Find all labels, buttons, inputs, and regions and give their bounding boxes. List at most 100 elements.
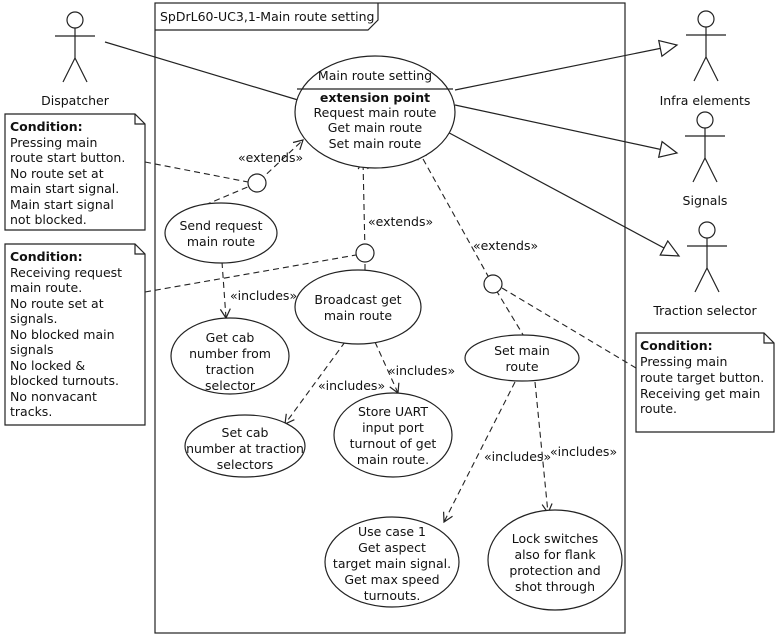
- note-condition-2: Condition: Receiving request main route.…: [4, 243, 146, 426]
- main-usecase-title: Main route setting: [318, 68, 432, 83]
- svg-text:number from: number from: [189, 346, 271, 361]
- extension-point-2: Get main route: [328, 120, 423, 135]
- svg-text:number at traction: number at traction: [186, 441, 304, 456]
- include-set-cab: [284, 341, 346, 425]
- svg-text:target main signal.: target main signal.: [333, 556, 451, 571]
- svg-text:selectors: selectors: [217, 457, 273, 472]
- note2-anchor-line: [144, 254, 357, 293]
- includes-label-5: «includes»: [550, 444, 617, 459]
- note-condition-1: Condition: Pressing main route start but…: [4, 113, 146, 231]
- svg-text:main start signal.: main start signal.: [10, 181, 119, 196]
- extends-broadcast: [357, 158, 369, 270]
- svg-text:Condition:: Condition:: [10, 119, 83, 134]
- extends-condition-anchor-1: [247, 173, 267, 193]
- actor-signals: Signals: [683, 111, 728, 208]
- association-traction: [439, 127, 681, 257]
- svg-text:Set main: Set main: [494, 343, 550, 358]
- actor-traction-selector: Traction selector: [652, 221, 758, 318]
- association-signals: [454, 104, 679, 159]
- extends-label-3: «extends»: [473, 238, 538, 253]
- note3-anchor-line: [501, 287, 637, 369]
- svg-text:Set cab: Set cab: [222, 425, 269, 440]
- svg-text:route target button.: route target button.: [640, 370, 764, 385]
- includes-label-4: «includes»: [484, 449, 551, 464]
- note1-anchor-line: [144, 161, 249, 183]
- actor-dispatcher-label: Dispatcher: [41, 93, 110, 108]
- extension-point-header: extension point: [320, 90, 430, 105]
- usecase-get-cab: Get cab number from traction selector: [170, 317, 290, 395]
- svg-text:route start button.: route start button.: [10, 150, 125, 165]
- svg-text:Receiving request: Receiving request: [10, 265, 122, 280]
- svg-text:tracks.: tracks.: [10, 404, 52, 419]
- svg-text:Get max speed: Get max speed: [344, 572, 439, 587]
- svg-text:main route.: main route.: [10, 280, 82, 295]
- usecase-use-case-1: Use case 1 Get aspect target main signal…: [324, 516, 460, 608]
- svg-text:Condition:: Condition:: [640, 338, 713, 353]
- usecase-store-uart: Store UART input port turnout of get mai…: [333, 392, 453, 478]
- usecase-set-main-route: Set main route: [464, 334, 580, 382]
- svg-text:Lock switches: Lock switches: [512, 531, 599, 546]
- svg-text:selector: selector: [205, 378, 256, 393]
- svg-text:Main start signal: Main start signal: [10, 197, 114, 212]
- svg-text:traction: traction: [206, 362, 255, 377]
- extends-condition-anchor-3: [483, 274, 503, 294]
- extension-point-3: Set main route: [329, 136, 422, 151]
- actor-dispatcher: Dispatcher: [41, 11, 110, 108]
- svg-text:blocked turnouts.: blocked turnouts.: [10, 373, 119, 388]
- system-frame: SpDrL60-UC3,1-Main route setting: [154, 2, 626, 634]
- svg-text:route.: route.: [640, 401, 677, 416]
- svg-text:route: route: [505, 359, 538, 374]
- include-usecase1: [443, 381, 516, 524]
- svg-text:main route: main route: [324, 308, 393, 323]
- svg-text:protection and: protection and: [509, 563, 600, 578]
- extends-condition-anchor-2: [355, 243, 375, 263]
- includes-label-1: «includes»: [230, 288, 297, 303]
- svg-text:signals.: signals.: [10, 311, 57, 326]
- extends-label-2: «extends»: [368, 214, 433, 229]
- note-condition-3: Condition: Pressing main route target bu…: [635, 332, 775, 433]
- association-infra: [454, 39, 679, 91]
- usecase-send-request: Send request main route: [164, 202, 278, 264]
- svg-text:also for flank: also for flank: [514, 547, 596, 562]
- extends-label-1: «extends»: [238, 150, 303, 165]
- svg-text:No nonvacant: No nonvacant: [10, 389, 97, 404]
- svg-text:Pressing main: Pressing main: [640, 354, 727, 369]
- svg-text:main route: main route: [187, 234, 256, 249]
- svg-text:No blocked main: No blocked main: [10, 327, 115, 342]
- svg-text:input port: input port: [362, 420, 424, 435]
- svg-text:signals: signals: [10, 342, 54, 357]
- frame-title: SpDrL60-UC3,1-Main route setting: [160, 9, 374, 24]
- svg-text:Use case 1: Use case 1: [358, 524, 426, 539]
- svg-text:Pressing main: Pressing main: [10, 135, 97, 150]
- extension-point-1: Request main route: [314, 105, 437, 120]
- includes-label-3: «includes»: [388, 363, 455, 378]
- svg-text:Store UART: Store UART: [358, 404, 428, 419]
- usecase-broadcast: Broadcast get main route: [294, 269, 422, 345]
- svg-text:Get aspect: Get aspect: [358, 540, 426, 555]
- actor-traction-label: Traction selector: [652, 303, 757, 318]
- svg-text:No locked &: No locked &: [10, 358, 85, 373]
- svg-text:not blocked.: not blocked.: [10, 212, 87, 227]
- includes-label-2: «includes»: [318, 378, 385, 393]
- svg-text:Receiving get main: Receiving get main: [640, 386, 760, 401]
- svg-text:No route set at: No route set at: [10, 166, 104, 181]
- include-lock: [534, 381, 553, 515]
- svg-text:No route set at: No route set at: [10, 296, 104, 311]
- svg-text:shot through: shot through: [515, 579, 595, 594]
- svg-text:Broadcast get: Broadcast get: [314, 292, 401, 307]
- svg-text:turnouts.: turnouts.: [364, 588, 421, 603]
- actor-signals-label: Signals: [683, 193, 728, 208]
- usecase-main-route-setting: Main route setting extension point Reque…: [294, 55, 456, 169]
- actor-infra-elements: Infra elements: [660, 10, 751, 108]
- include-get-cab: [219, 261, 231, 320]
- actor-infra-label: Infra elements: [660, 93, 751, 108]
- usecase-set-cab: Set cab number at traction selectors: [184, 414, 306, 478]
- svg-text:Send request: Send request: [180, 218, 263, 233]
- svg-text:Condition:: Condition:: [10, 249, 83, 264]
- svg-text:Get cab: Get cab: [206, 330, 255, 345]
- svg-text:main route.: main route.: [357, 452, 429, 467]
- svg-text:turnout of get: turnout of get: [350, 436, 437, 451]
- association-dispatcher: [104, 41, 299, 101]
- usecase-lock-switches: Lock switches also for flank protection …: [487, 509, 623, 611]
